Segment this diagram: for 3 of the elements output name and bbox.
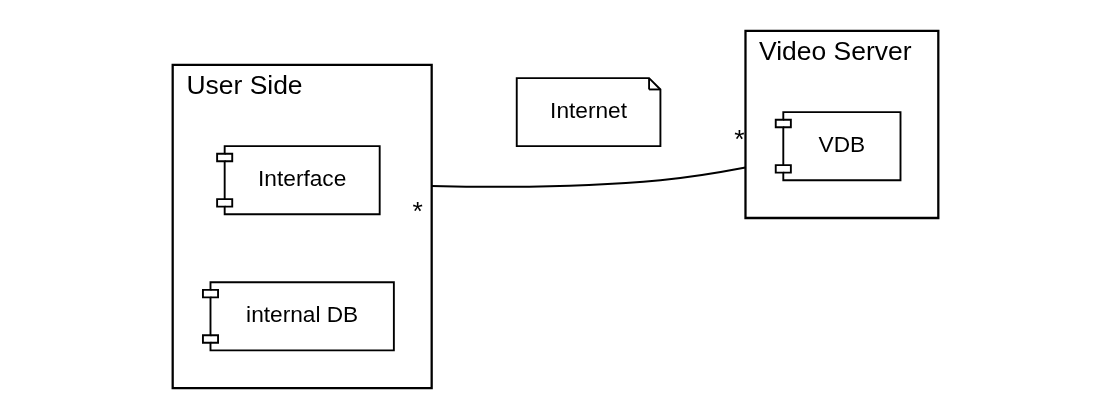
label: * bbox=[734, 124, 745, 155]
connector bbox=[430, 166, 747, 188]
label: * bbox=[412, 195, 423, 226]
